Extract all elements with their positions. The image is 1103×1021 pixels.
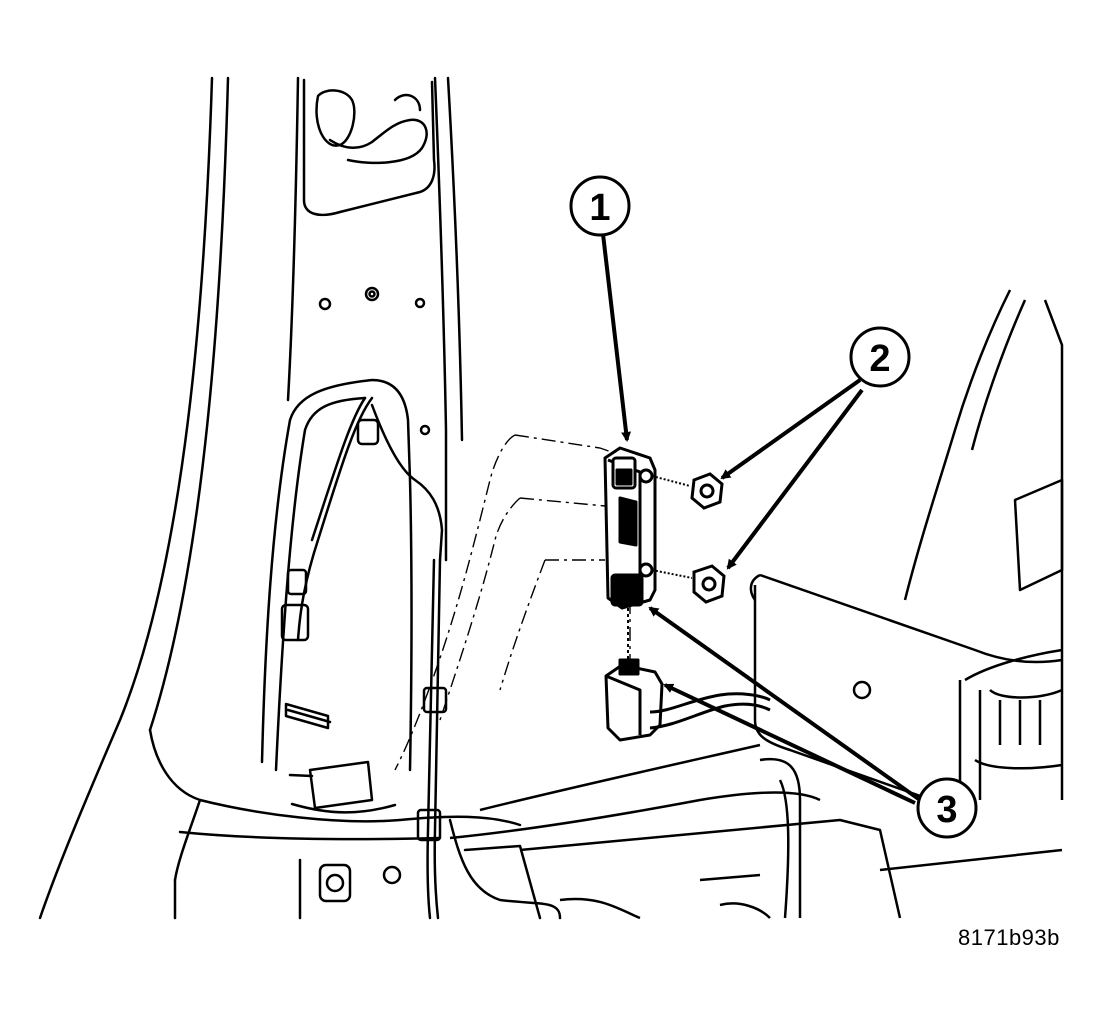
arrow-3-to-harness-connector [663, 683, 916, 805]
callout-2-label: 2 [869, 338, 890, 380]
arrow-2-to-lower-nut [726, 388, 864, 570]
callout-1-label: 1 [589, 187, 610, 229]
callout-3-label: 3 [936, 789, 957, 831]
callout-1: 1 [569, 175, 631, 237]
callout-2: 2 [849, 326, 911, 388]
nut-lower [692, 564, 726, 604]
arrow-3-to-sensor-connector [648, 606, 922, 802]
mounting-outline [394, 434, 631, 771]
sensor-bolts [651, 475, 693, 579]
floor-crossmember [449, 289, 1064, 920]
leader-arrows [601, 233, 922, 805]
callout-3: 3 [916, 777, 978, 839]
body-pillar [38, 76, 562, 920]
electrical-connector [604, 608, 771, 742]
arrow-2-to-upper-nut [720, 378, 862, 480]
arrow-1-to-sensor [601, 233, 632, 442]
figure-identifier: 8171b93b [958, 925, 1060, 950]
impact-sensor [603, 446, 657, 610]
nut-upper [690, 472, 724, 510]
